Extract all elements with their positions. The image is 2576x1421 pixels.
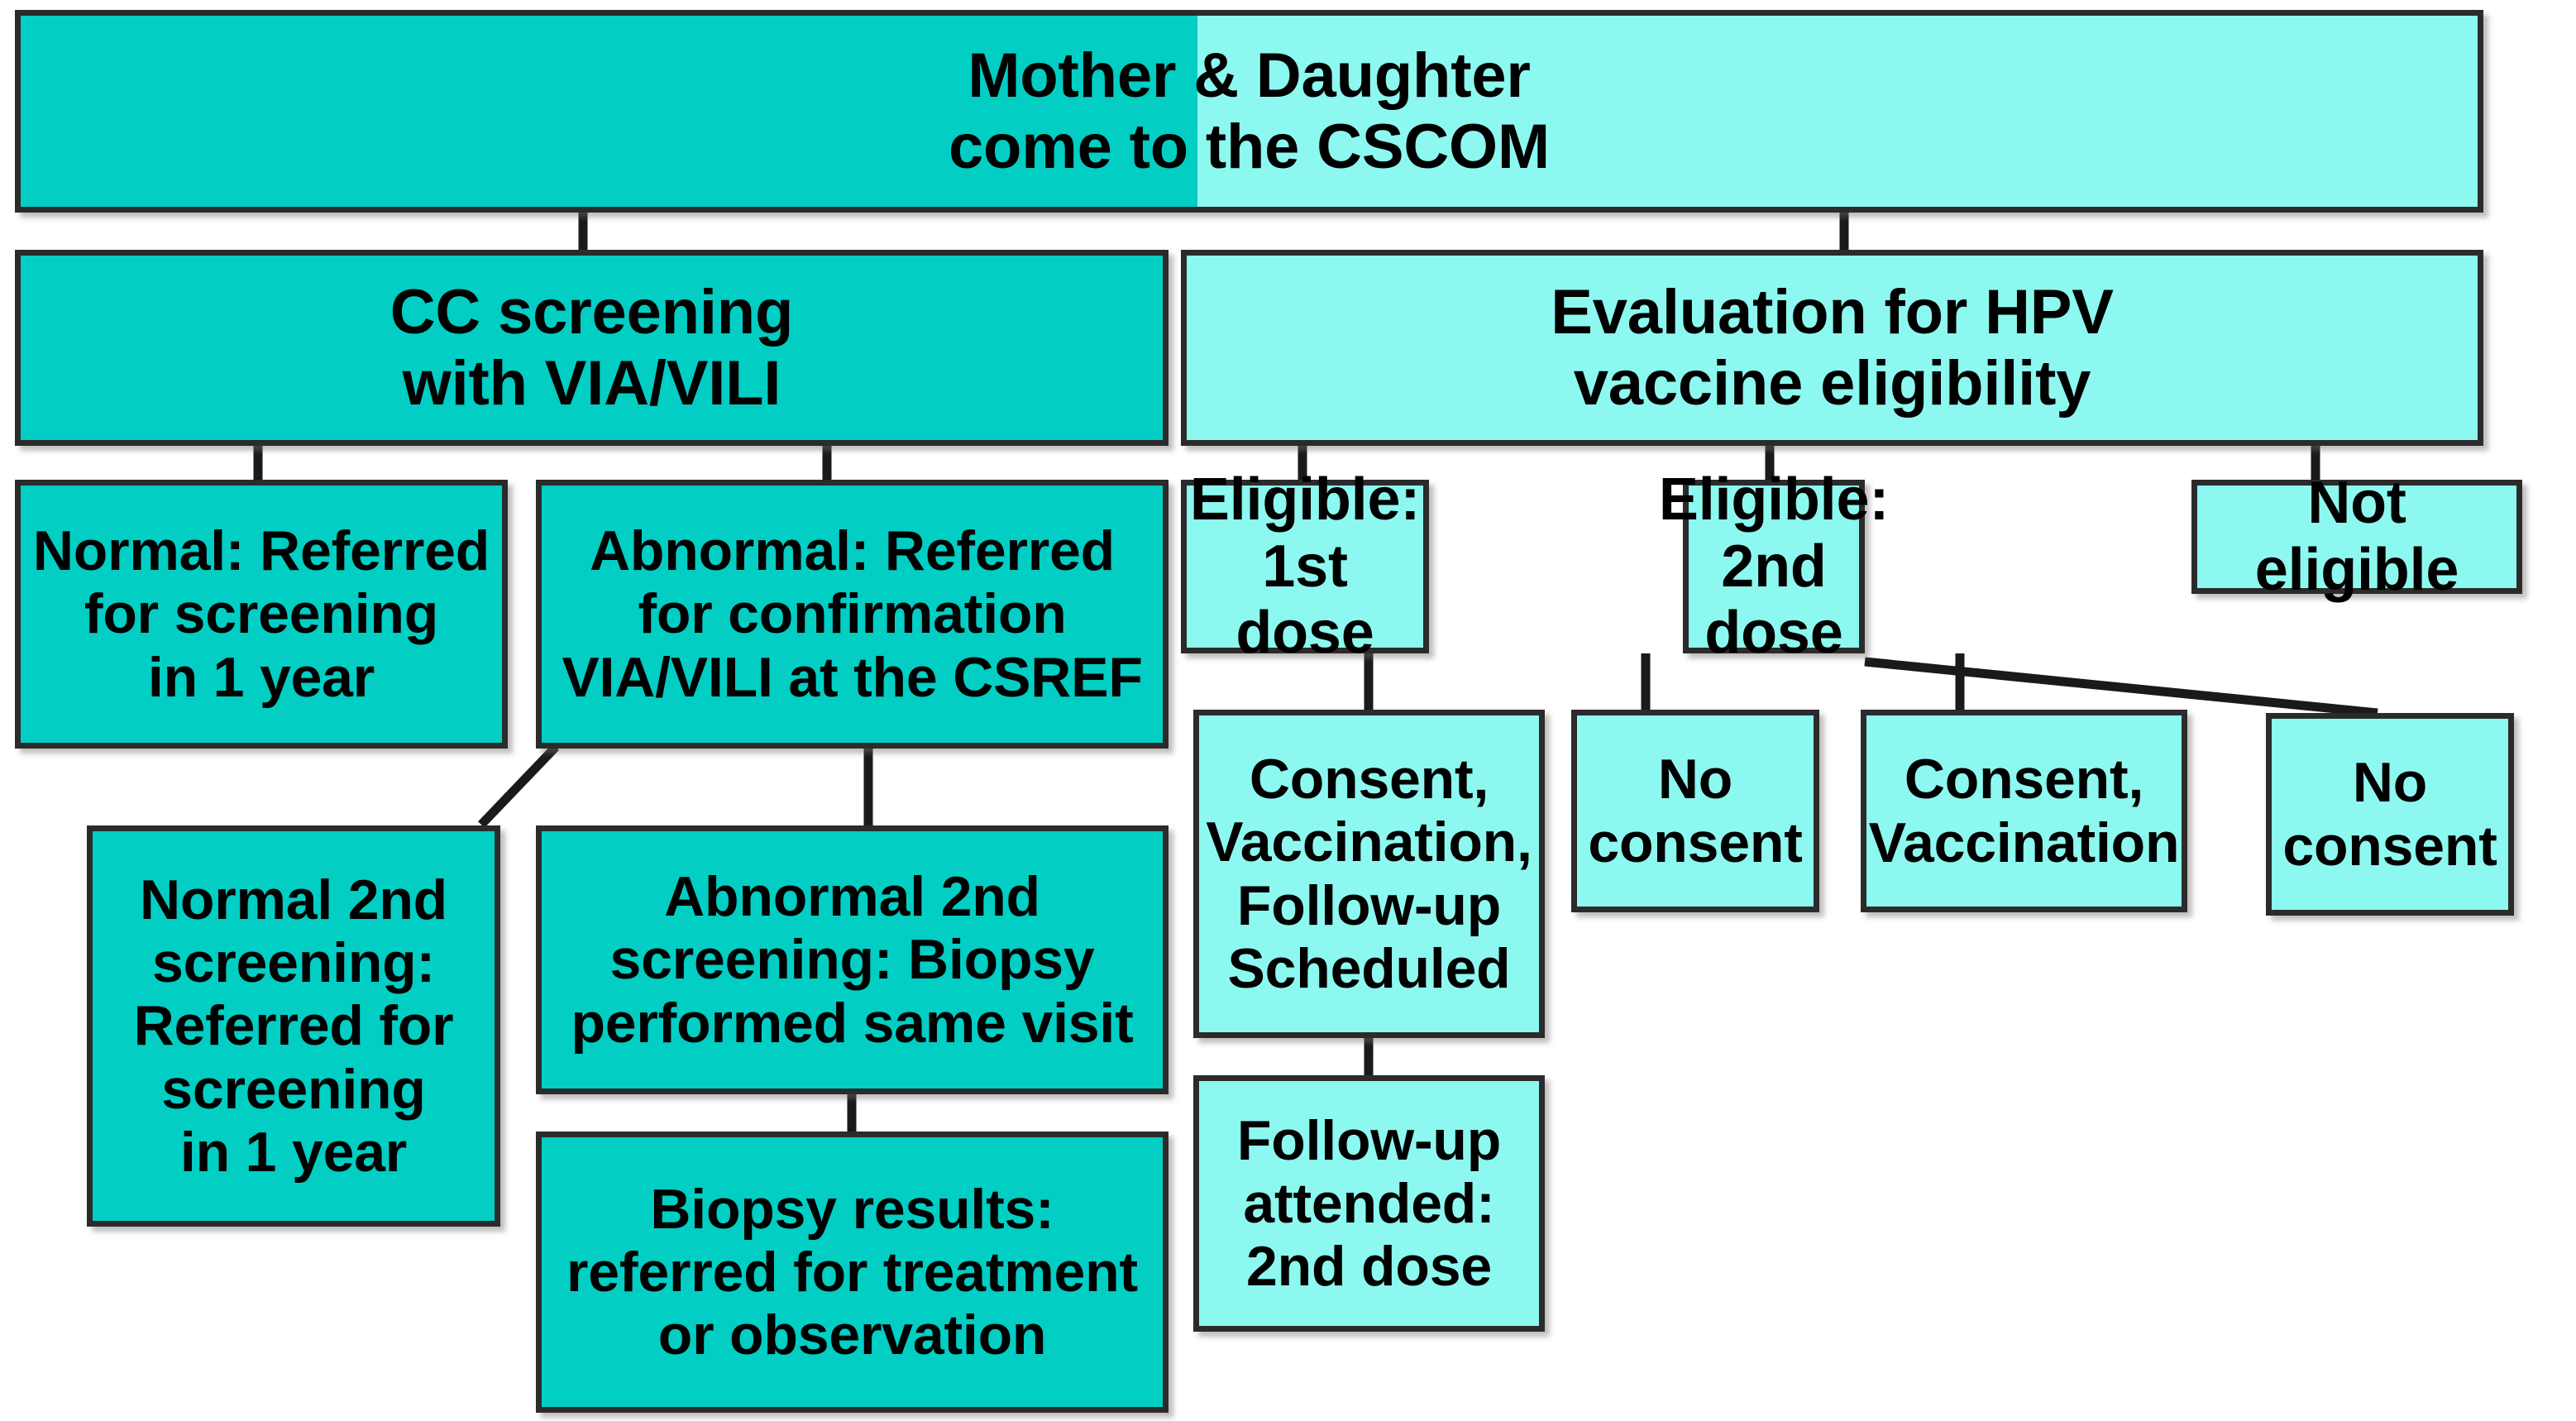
node-eligible-2nd-dose-label: Eligible: 2nd dose — [1658, 466, 1890, 667]
node-root-label: Mother & Daughter come to the CSCOM — [948, 41, 1551, 182]
node-normal-2nd-screening-label: Normal 2nd screening: Referred for scree… — [133, 868, 454, 1184]
node-biopsy-results-label: Biopsy results: referred for treatment o… — [566, 1177, 1138, 1367]
node-no-consent-1[interactable]: No consent — [1571, 710, 1819, 912]
node-normal-screening-label: Normal: Referred for screening in 1 year — [32, 519, 490, 709]
node-abnormal-2nd-screening-label: Abnormal 2nd screening: Biopsy performed… — [571, 865, 1134, 1055]
node-abnormal-2nd-screening[interactable]: Abnormal 2nd screening: Biopsy performed… — [536, 825, 1169, 1094]
node-biopsy-results[interactable]: Biopsy results: referred for treatment o… — [536, 1132, 1169, 1413]
node-no-consent-2-label: No consent — [2282, 751, 2497, 878]
node-hpv-evaluation-label: Evaluation for HPV vaccine eligibility — [1551, 277, 2114, 419]
node-no-consent-1-label: No consent — [1588, 748, 1803, 874]
node-eligible-1st-dose[interactable]: Eligible: 1st dose — [1181, 466, 1429, 666]
node-cc-screening-label: CC screening with VIA/VILI — [390, 277, 794, 419]
node-cc-screening[interactable]: CC screening with VIA/VILI — [15, 250, 1169, 446]
node-normal-screening[interactable]: Normal: Referred for screening in 1 year — [15, 480, 508, 749]
node-followup-attended-label: Follow-up attended: 2nd dose — [1236, 1108, 1502, 1299]
node-abnormal-screening[interactable]: Abnormal: Referred for confirmation VIA/… — [536, 480, 1169, 749]
node-root[interactable]: Mother & Daughter come to the CSCOM — [15, 10, 2483, 213]
node-consent-vaccination-label: Consent, Vaccination — [1868, 748, 2180, 874]
node-consent-vaccination[interactable]: Consent, Vaccination — [1861, 710, 2187, 912]
node-consent-vaccination-followup-label: Consent, Vaccination, Follow-up Schedule… — [1206, 748, 1532, 1000]
node-hpv-evaluation[interactable]: Evaluation for HPV vaccine eligibility — [1181, 250, 2483, 446]
node-consent-vaccination-followup[interactable]: Consent, Vaccination, Follow-up Schedule… — [1193, 710, 1545, 1038]
node-eligible-2nd-dose[interactable]: Eligible: 2nd dose — [1659, 466, 1889, 666]
node-abnormal-screening-label: Abnormal: Referred for confirmation VIA/… — [562, 519, 1143, 709]
node-normal-2nd-screening[interactable]: Normal 2nd screening: Referred for scree… — [87, 825, 500, 1227]
node-not-eligible[interactable]: Not eligible — [2191, 470, 2522, 603]
node-not-eligible-label: Not eligible — [2254, 470, 2459, 603]
node-followup-attended[interactable]: Follow-up attended: 2nd dose — [1193, 1075, 1545, 1332]
node-no-consent-2[interactable]: No consent — [2266, 713, 2514, 916]
node-eligible-1st-dose-label: Eligible: 1st dose — [1189, 466, 1421, 667]
